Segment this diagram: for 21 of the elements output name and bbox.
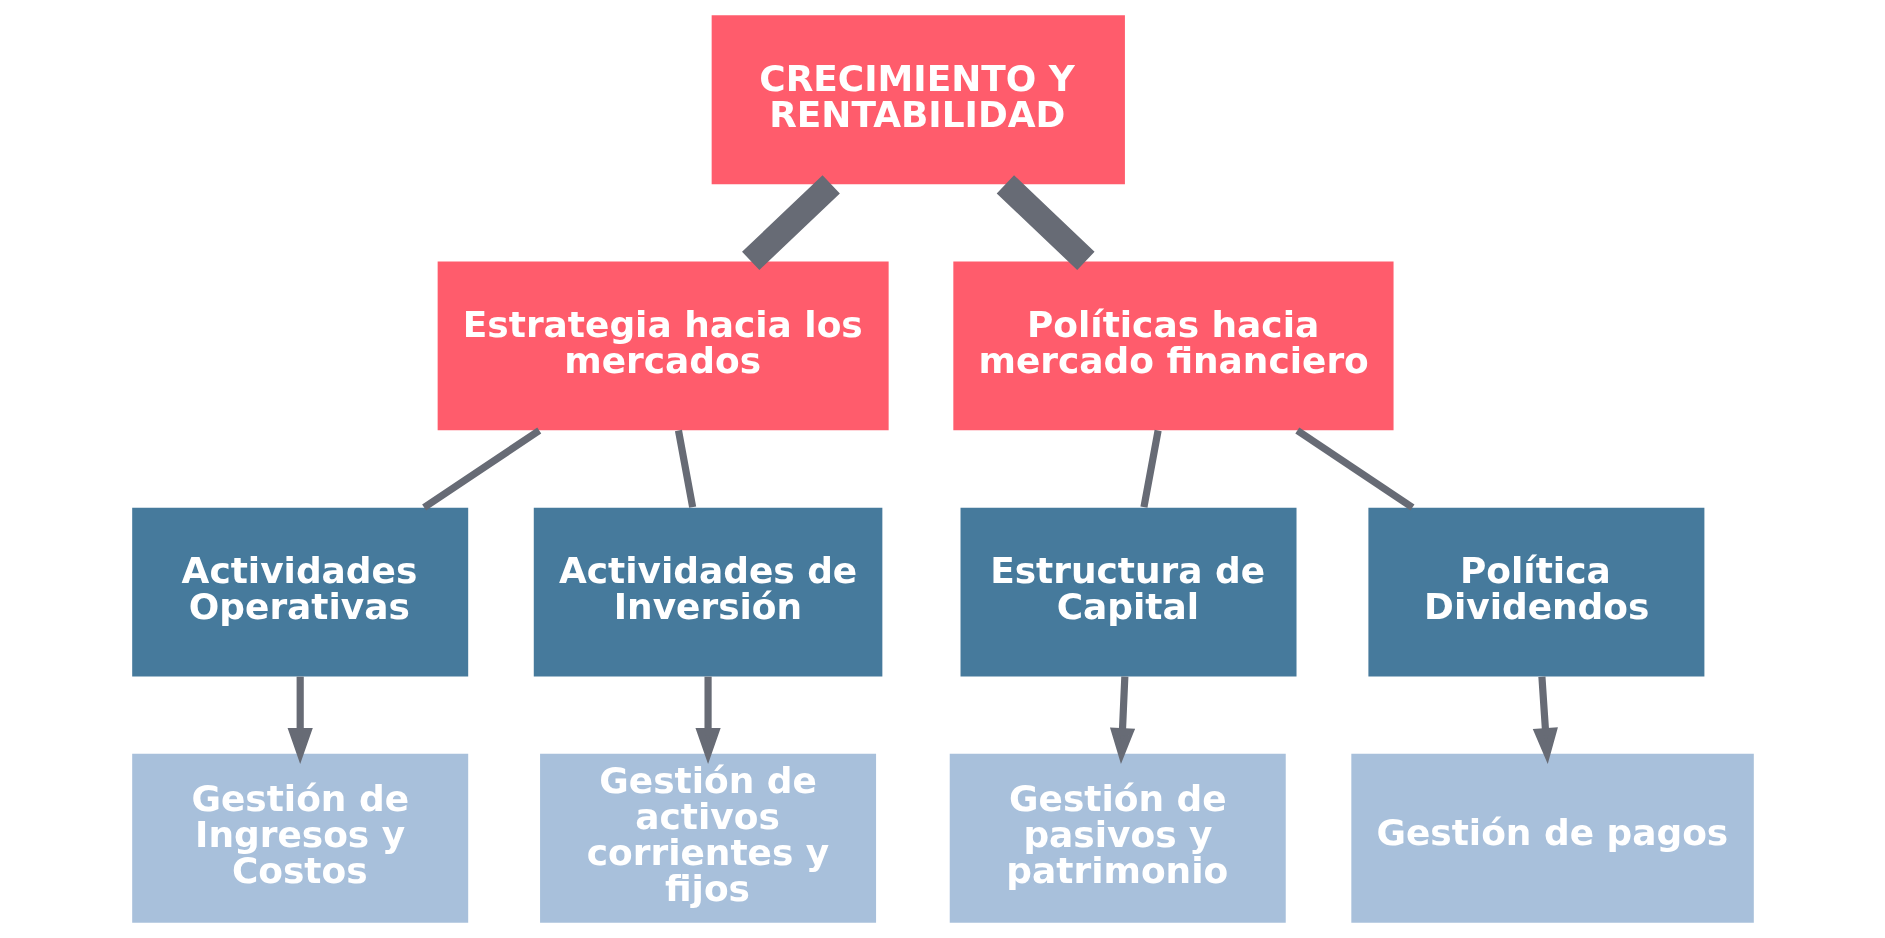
connector <box>1294 427 1414 511</box>
node-box: Gestión de pasivos y patrimonio <box>949 753 1286 923</box>
node-box: CRECIMIENTO Y RENTABILIDAD <box>711 15 1125 185</box>
connector <box>996 175 1095 270</box>
node-box: Estrategia hacia los mercados <box>437 261 889 431</box>
node-box: Políticas hacia mercado financiero <box>952 261 1394 431</box>
node-box: Gestión de activos corrientes y fijos <box>539 753 876 923</box>
node-box: Gestión de pagos <box>1350 753 1754 923</box>
connector <box>741 175 840 270</box>
arrow <box>694 676 721 765</box>
connector <box>421 427 541 511</box>
node-box: Actividades Operativas <box>131 507 468 677</box>
arrow <box>287 676 313 765</box>
connector <box>674 429 696 508</box>
node-box: Política Dividendos <box>1367 507 1704 677</box>
node-box: Estructura de Capital <box>960 507 1296 677</box>
node-box: Gestión de Ingresos y Costos <box>131 753 468 923</box>
arrow <box>1109 676 1135 765</box>
node-box: Actividades de Inversión <box>533 507 882 677</box>
connector <box>1139 429 1162 508</box>
arrow <box>1532 676 1558 765</box>
